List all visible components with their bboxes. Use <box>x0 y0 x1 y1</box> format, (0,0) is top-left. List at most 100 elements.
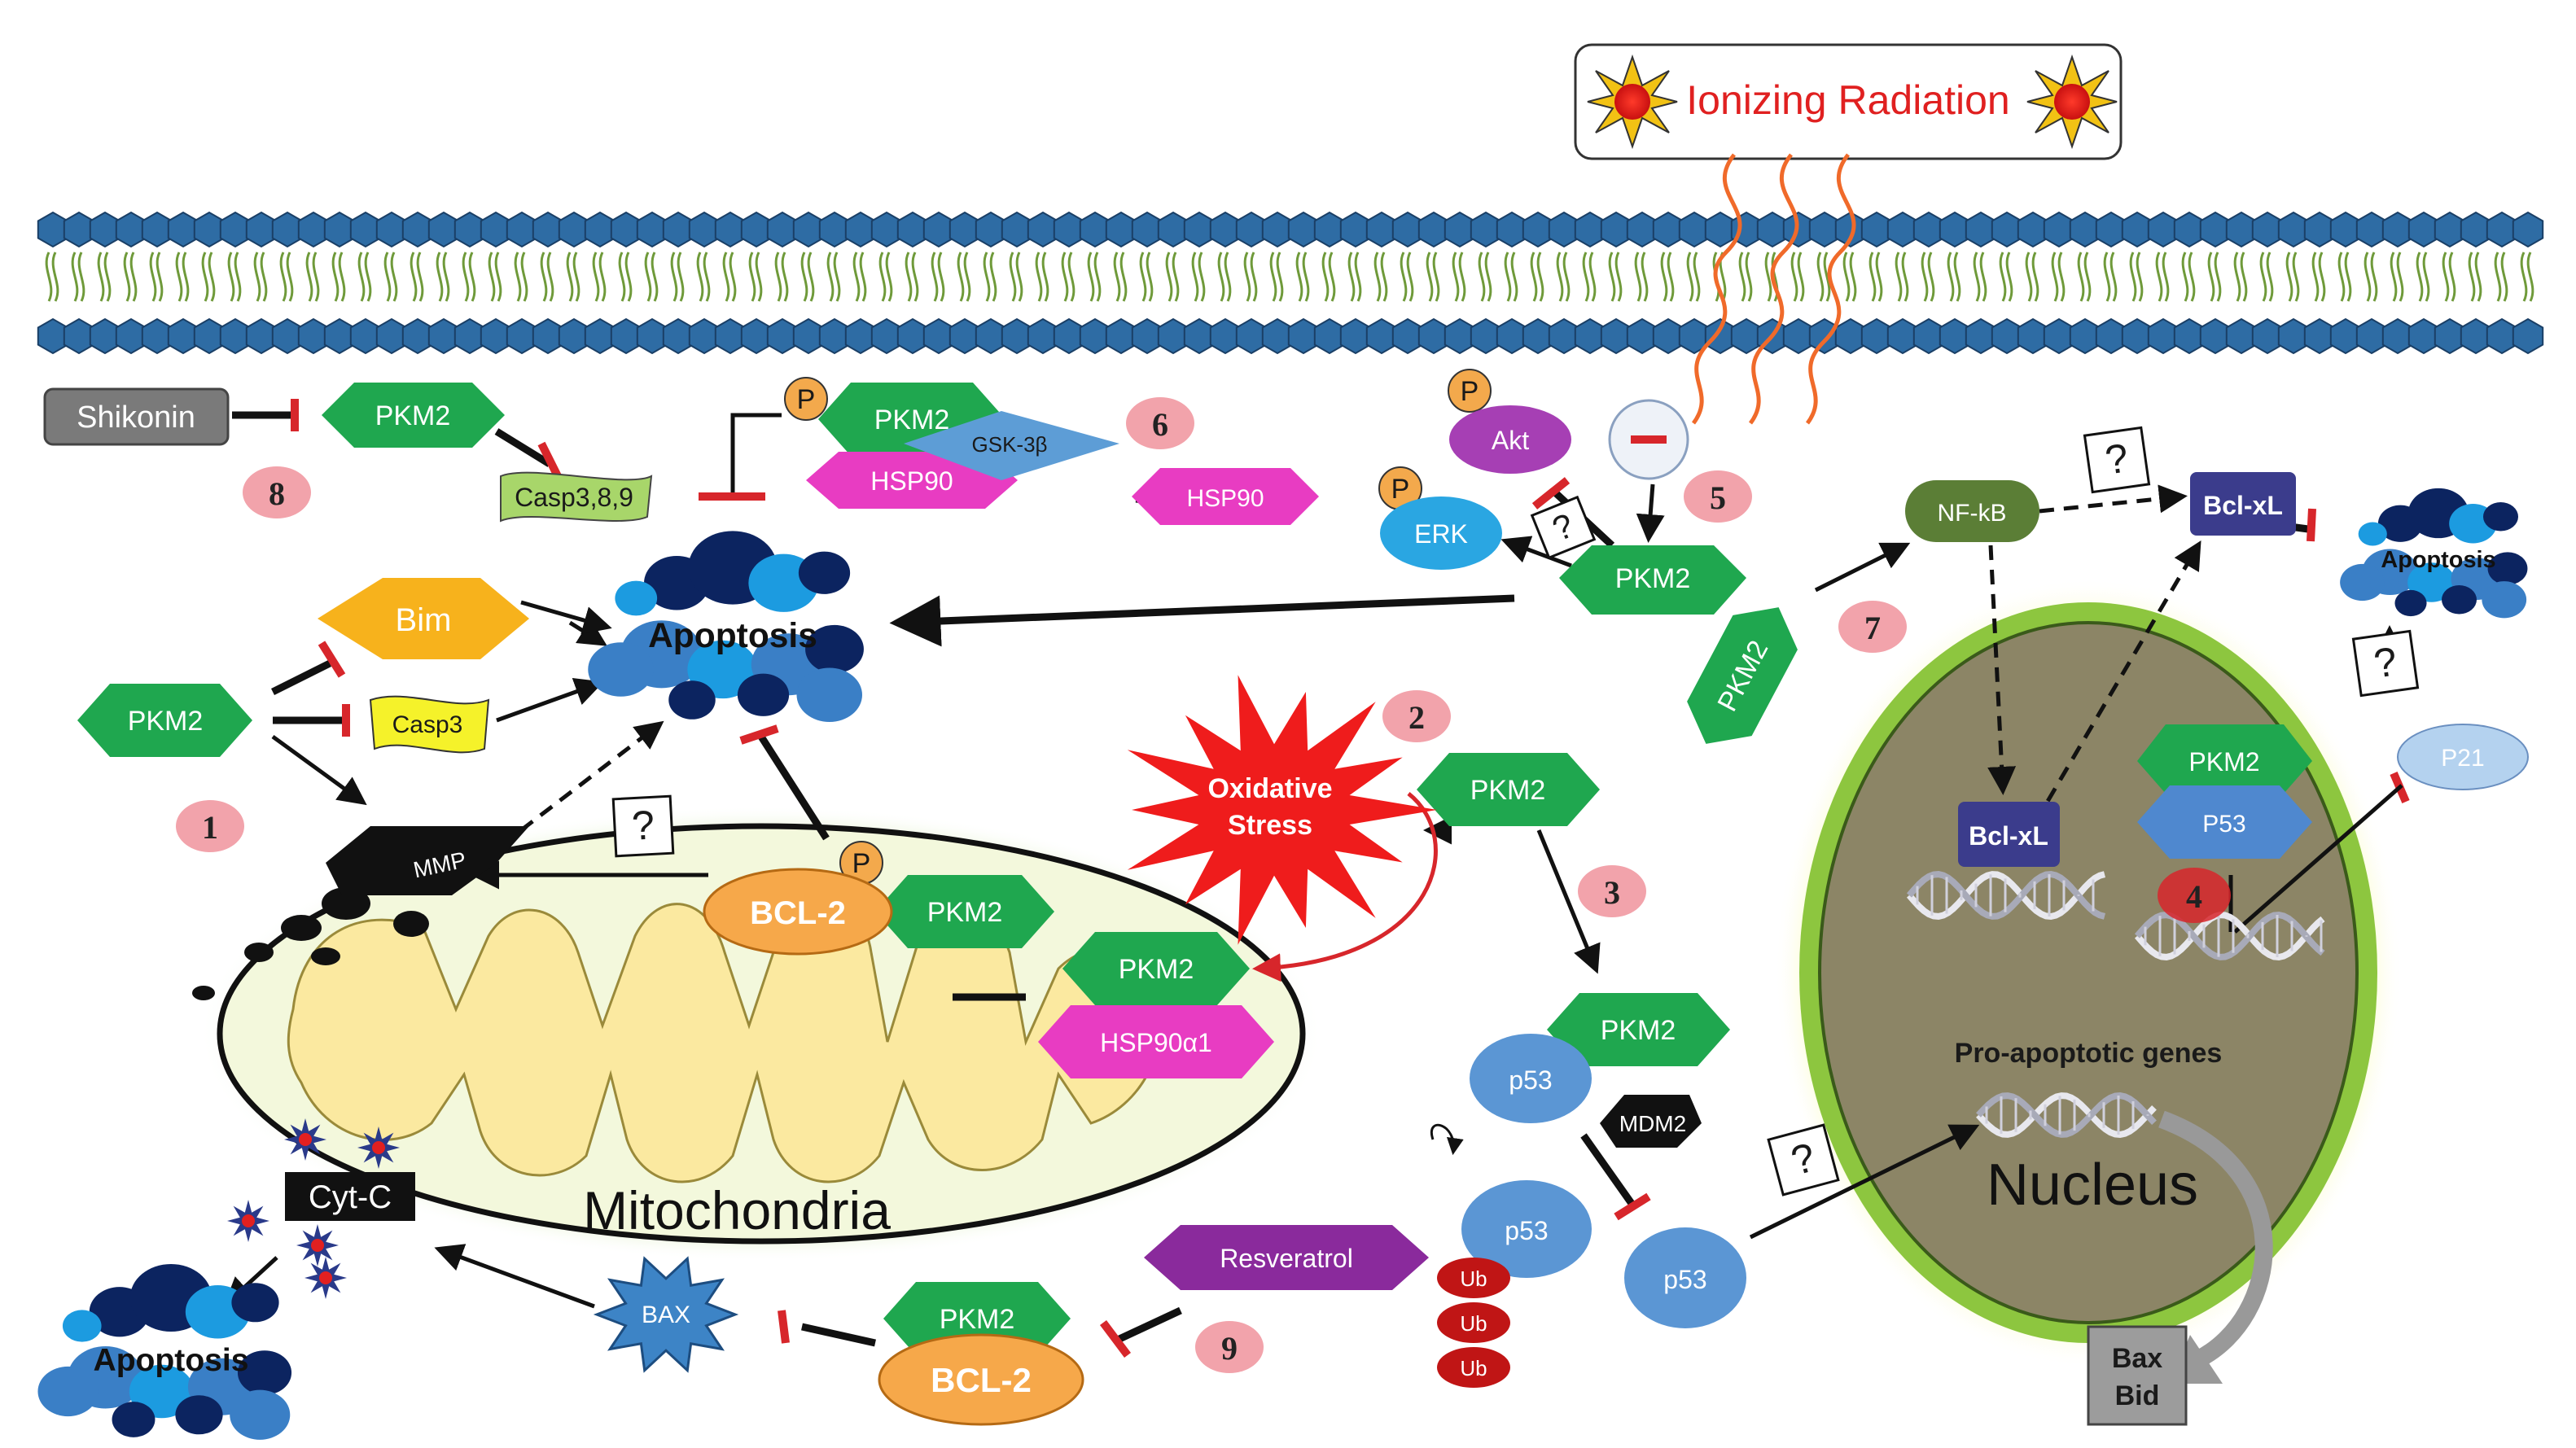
lipid-head <box>1131 211 1163 248</box>
lipid-tail <box>1426 252 1440 302</box>
lipid-tail <box>2337 252 2352 302</box>
lipid-head <box>662 317 694 355</box>
lipid-head <box>1704 211 1737 248</box>
lipid-head <box>2017 211 2049 248</box>
lipid-head <box>2043 211 2075 248</box>
svg-text:9: 9 <box>1221 1330 1238 1367</box>
lipid-tail <box>931 252 945 302</box>
lipid-tail <box>1321 252 1336 302</box>
lipid-tail <box>462 252 476 302</box>
lipid-tail <box>2233 252 2248 302</box>
lipid-head <box>532 317 564 355</box>
akt-node: Akt <box>1449 405 1571 474</box>
bax-label: BAX <box>642 1301 690 1328</box>
casp3-label: Casp3 <box>392 711 463 738</box>
lipid-tail <box>2442 252 2456 302</box>
lipid-head <box>1027 317 1059 355</box>
lipid-tail <box>410 252 424 302</box>
lipid-head <box>740 211 773 248</box>
lipid-tail <box>1764 252 1779 302</box>
lipid-head <box>975 211 1007 248</box>
apoptotic-body <box>2482 581 2527 619</box>
lipid-head <box>1391 211 1424 248</box>
lipid-head <box>506 211 538 248</box>
lipid-tail <box>331 252 346 302</box>
pkm2-node: PKM2 <box>322 383 505 448</box>
lipid-head <box>2121 211 2153 248</box>
shikonin-label: Shikonin <box>77 400 195 435</box>
phospho-label: P <box>852 848 871 879</box>
lipid-head <box>1391 317 1424 355</box>
lipid-tail <box>305 252 320 302</box>
lipid-head <box>2277 211 2310 248</box>
svg-text:6: 6 <box>1152 406 1168 443</box>
lipid-head <box>1339 211 1372 248</box>
apoptotic-body <box>112 1402 156 1437</box>
lipid-tail <box>2077 252 2092 302</box>
pkm2-node: PKM2 <box>77 684 252 757</box>
lipid-head <box>37 211 69 248</box>
lipid-tail <box>826 252 841 302</box>
p53-label: p53 <box>1663 1265 1706 1294</box>
lipid-head <box>1157 211 1189 248</box>
number-badge-6: 6 <box>1126 397 1194 449</box>
lipid-head <box>1860 317 1893 355</box>
lipid-head <box>975 317 1007 355</box>
question-box: ? <box>1530 495 1597 560</box>
lipid-tail <box>436 252 450 302</box>
dna-strand <box>1906 870 2106 920</box>
lipid-head <box>766 317 799 355</box>
lipid-head <box>1548 211 1580 248</box>
lipid-tail <box>1842 252 1857 302</box>
dna-strand <box>1906 871 2106 921</box>
lipid-head <box>1574 211 1606 248</box>
lipid-head <box>2512 211 2544 248</box>
lipid-head <box>2251 211 2284 248</box>
lipid-tail <box>1269 252 1284 302</box>
pkm2-label: PKM2 <box>375 400 451 431</box>
lipid-head <box>2381 317 2414 355</box>
lipid-tail <box>1191 252 1206 302</box>
lipid-head <box>2407 211 2440 248</box>
lipid-tail <box>2285 252 2300 302</box>
bclxl-label: Bcl-xL <box>2203 491 2283 520</box>
bim-label: Bim <box>396 602 452 638</box>
lipid-head <box>1105 317 1137 355</box>
lipid-tail <box>1660 252 1675 302</box>
lipid-tail <box>1347 252 1362 302</box>
dashed-arrows <box>519 484 2201 832</box>
lipid-head <box>1261 211 1294 248</box>
lipid-tail <box>566 252 580 302</box>
lipid-head <box>1053 317 1085 355</box>
lipid-head <box>714 317 747 355</box>
mmp-node: MMP <box>326 826 529 895</box>
lipid-head <box>297 211 330 248</box>
lipid-tail <box>2494 252 2508 302</box>
lipid-head <box>349 317 382 355</box>
phospho-badge: P <box>839 841 883 885</box>
apoptotic-body <box>2358 522 2387 546</box>
pkm2-node: PKM2 <box>883 1282 1071 1355</box>
lipid-head <box>323 211 356 248</box>
lipid-head <box>870 317 903 355</box>
oxidative-stress-burst: Oxidative Stress <box>1127 675 1437 945</box>
lipid-head <box>1365 317 1398 355</box>
lipid-tail <box>878 252 893 302</box>
apoptosis-cluster: Apoptosis <box>37 1263 292 1440</box>
lipid-tail <box>2468 252 2482 302</box>
lipid-head <box>1939 211 1971 248</box>
lipid-head <box>2329 317 2362 355</box>
bcl2-label: BCL-2 <box>931 1361 1032 1399</box>
pkm2-node: PKM2 <box>1062 932 1250 1005</box>
lipid-head <box>141 211 173 248</box>
lipid-tail <box>1790 252 1805 302</box>
p53-ub-node: p53 Ub Ub Ub <box>1437 1180 1592 1388</box>
gsk3b-node: GSK-3β <box>904 411 1119 480</box>
p53-label: p53 <box>1505 1216 1548 1245</box>
pkm2-label: PKM2 <box>927 897 1003 928</box>
lipid-head <box>1235 317 1268 355</box>
lipid-head <box>2434 317 2466 355</box>
apoptotic-body <box>796 667 862 722</box>
lipid-head <box>1053 211 1085 248</box>
